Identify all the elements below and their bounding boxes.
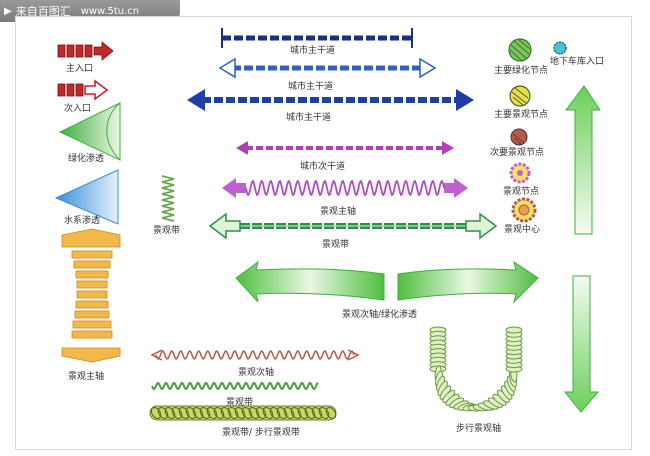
landscape-node-symbol: [509, 162, 531, 184]
main-entrance-symbol: [57, 41, 114, 61]
city-secondary-road-symbol: [236, 141, 454, 155]
city-main-road-3-symbol: [187, 89, 474, 111]
label-main-entrance: 主入口: [66, 64, 94, 74]
pedestrian-landscape-axis-symbol: [429, 326, 523, 412]
label-landscape-belt-left: 景观带: [153, 226, 181, 236]
label-landscape-secondary-axis-bottom: 景观次轴: [238, 368, 275, 378]
label-main-landscape-node: 主要景观节点: [494, 110, 549, 120]
secondary-entrance-symbol: [57, 79, 109, 101]
label-green-penetration: 绿化渗透: [68, 154, 105, 164]
label-landscape-pedestrian-belt: 景观带/ 步行景观带: [222, 428, 300, 438]
main-landscape-node-symbol: [509, 85, 531, 107]
label-water-penetration: 水系渗透: [64, 216, 101, 226]
label-main-green-node: 主要绿化节点: [494, 66, 549, 76]
landscape-secondary-axis-bottom-symbol: [150, 349, 360, 361]
legend-frame: [15, 16, 632, 450]
underground-parking-entrance-symbol: [553, 41, 567, 55]
label-city-main-road-1: 城市主干道: [290, 46, 336, 56]
banner-url: www.5tu.cn: [80, 5, 140, 17]
city-main-road-2-symbol: [218, 57, 437, 79]
water-penetration-symbol: [54, 169, 119, 225]
label-landscape-secondary-axis-green: 景观次轴/绿化渗透: [342, 310, 418, 320]
label-landscape-center: 景观中心: [504, 225, 541, 235]
landscape-secondary-axis-green-symbol: [235, 260, 539, 304]
label-secondary-entrance: 次入口: [64, 104, 92, 114]
label-city-main-road-3: 城市主干道: [286, 113, 332, 123]
green-penetration-symbol: [58, 101, 121, 162]
landscape-belt-left-symbol: [161, 175, 175, 222]
landscape-pedestrian-belt-symbol: [149, 405, 337, 421]
vertical-green-arrow-up: [565, 85, 601, 235]
landscape-belt-center-symbol: [208, 212, 498, 240]
label-landscape-main-axis-left: 景观主轴: [68, 372, 105, 382]
landscape-main-axis-center-symbol: [222, 178, 468, 198]
landscape-belt-bottom-symbol: [151, 381, 319, 391]
label-landscape-main-axis-center: 景观主轴: [320, 207, 357, 217]
vertical-green-arrow-down: [563, 275, 600, 413]
landscape-main-axis-left-symbol: [61, 228, 121, 363]
label-landscape-node: 景观节点: [503, 187, 540, 197]
label-underground-parking-entrance: 地下车库入口: [550, 57, 605, 67]
label-secondary-landscape-node: 次要景观节点: [490, 148, 545, 158]
landscape-center-symbol: [511, 197, 537, 223]
label-city-main-road-2: 城市主干道: [288, 82, 334, 92]
main-green-node-symbol: [508, 38, 532, 62]
label-landscape-belt-center: 景观带: [322, 240, 350, 250]
label-landscape-belt-bottom: 景观带: [226, 398, 254, 408]
secondary-landscape-node-symbol: [510, 128, 528, 146]
play-icon: ▶: [4, 5, 12, 17]
city-main-road-1-symbol: [221, 28, 413, 48]
banner-title: 来自百图汇: [15, 5, 71, 18]
label-city-secondary-road: 城市次干道: [300, 162, 346, 172]
label-pedestrian-landscape-axis: 步行景观轴: [456, 424, 502, 434]
